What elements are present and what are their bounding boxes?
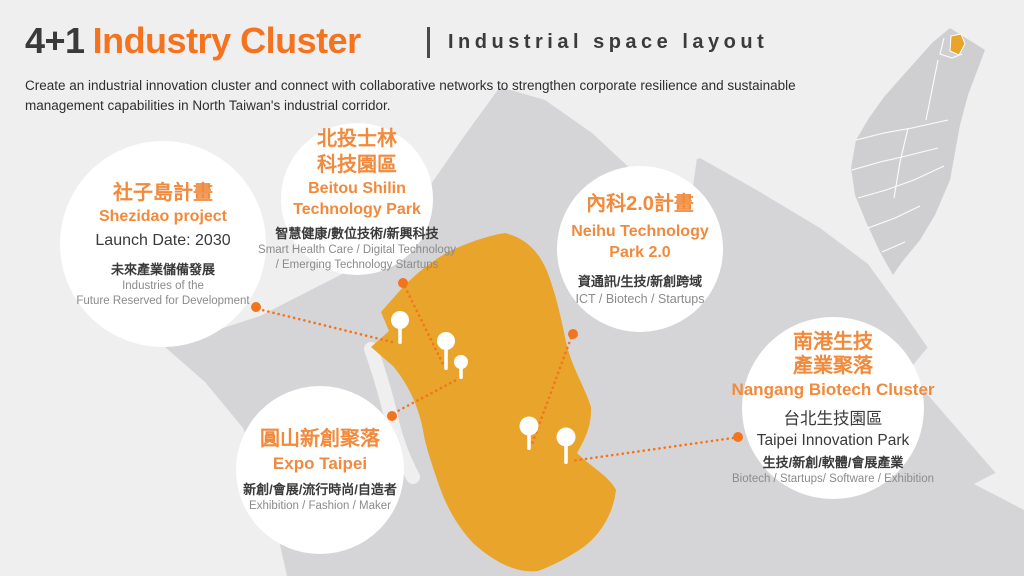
cluster-title-zh: 科技園區 — [317, 153, 397, 176]
connector-dot-shezidao — [251, 302, 261, 312]
cluster-field-en: Biotech / Startups/ Software / Exhibitio… — [732, 472, 934, 485]
cluster-bubble-neihu: 內科2.0計畫 Neihu Technology Park 2.0 資通訊/生技… — [557, 166, 723, 332]
cluster-launch-date: Launch Date: 2030 — [95, 231, 231, 249]
cluster-title-en: Technology Park — [293, 200, 421, 218]
cluster-field-zh: 資通訊/生技/新創跨域 — [577, 273, 703, 289]
title-prefix: 4+1 — [25, 20, 85, 61]
cluster-title-zh: 圓山新創聚落 — [260, 428, 380, 450]
cluster-bubble-expo-taipei: 圓山新創聚落 Expo Taipei 新創/會展/流行時尚/自造者 Exhibi… — [236, 386, 404, 554]
cluster-bubble-shezidao: 社子島計畫 Shezidao project Launch Date: 2030… — [60, 141, 266, 347]
cluster-park-en: Taipei Innovation Park — [756, 431, 910, 449]
cluster-field-en: / Emerging Technology Startups — [275, 258, 439, 271]
cluster-title-en: Shezidao project — [98, 207, 228, 225]
cluster-title-zh: 北投士林 — [317, 127, 397, 150]
cluster-field-zh: 新創/會展/流行時尚/自造者 — [243, 482, 397, 497]
cluster-field-en: Smart Health Care / Digital Technology — [258, 243, 456, 256]
right-edge-notch — [974, 458, 1024, 510]
connector-line-beitou — [403, 285, 445, 366]
cluster-title-en: Beitou Shilin — [308, 179, 406, 197]
map-pin-2 — [437, 332, 455, 370]
cluster-park-zh: 台北生技園區 — [783, 409, 883, 428]
cluster-field-zh: 未來產業儲備發展 — [110, 261, 215, 277]
cluster-field-en: ICT / Biotech / Startups — [575, 291, 705, 306]
connector-dot-expo — [387, 411, 397, 421]
cluster-title-en: Neihu Technology — [571, 222, 709, 240]
cluster-title-en: Expo Taipei — [272, 454, 368, 473]
cluster-title-en: Nangang Biotech Cluster — [731, 379, 935, 399]
cluster-title-zh: 產業聚落 — [793, 354, 873, 377]
cluster-title-zh: 社子島計畫 — [113, 181, 213, 204]
cluster-field-en: Industries of the — [122, 279, 204, 292]
connector-line-nangang — [569, 436, 735, 463]
taiwan-inset-map — [851, 28, 985, 275]
connector-dot-beitou — [398, 278, 408, 288]
cluster-title-zh: 南港生技 — [793, 330, 873, 353]
connector-line-expo — [392, 377, 460, 415]
cluster-title-zh: 內科2.0計畫 — [586, 192, 694, 215]
map-pin-5 — [556, 427, 576, 464]
cluster-bubble-beitou-shilin: 北投士林 科技園區 Beitou Shilin Technology Park … — [258, 123, 456, 275]
taipei-city-shape — [371, 233, 616, 572]
cluster-bubble-nangang: 南港生技 產業聚落 Nangang Biotech Cluster 台北生技園區… — [731, 317, 935, 499]
page-subtitle: Industrial space layout — [448, 31, 769, 53]
cluster-field-en: Future Reserved for Development — [76, 294, 250, 307]
cluster-title-en: Park 2.0 — [609, 243, 671, 261]
taiwan-island-shape — [851, 28, 985, 275]
title-main: Industry Cluster — [92, 20, 362, 61]
map-pin-3 — [454, 355, 468, 379]
connector-line-neihu — [530, 336, 573, 446]
cluster-field-en: Exhibition / Fashion / Maker — [249, 500, 391, 512]
cluster-field-zh: 生技/新創/軟體/會展產業 — [762, 454, 904, 470]
map-pin-4 — [519, 416, 539, 450]
cluster-field-zh: 智慧健康/數位技術/新興科技 — [275, 225, 439, 241]
map-pin-1 — [391, 311, 409, 344]
page-description: Create an industrial innovation cluster … — [25, 78, 796, 113]
title-divider — [427, 27, 430, 58]
taipei-highlight — [949, 33, 966, 56]
upper-right-light-region — [868, 253, 1024, 438]
connector-dot-neihu — [568, 329, 578, 339]
connector-dot-nangang — [733, 432, 743, 442]
